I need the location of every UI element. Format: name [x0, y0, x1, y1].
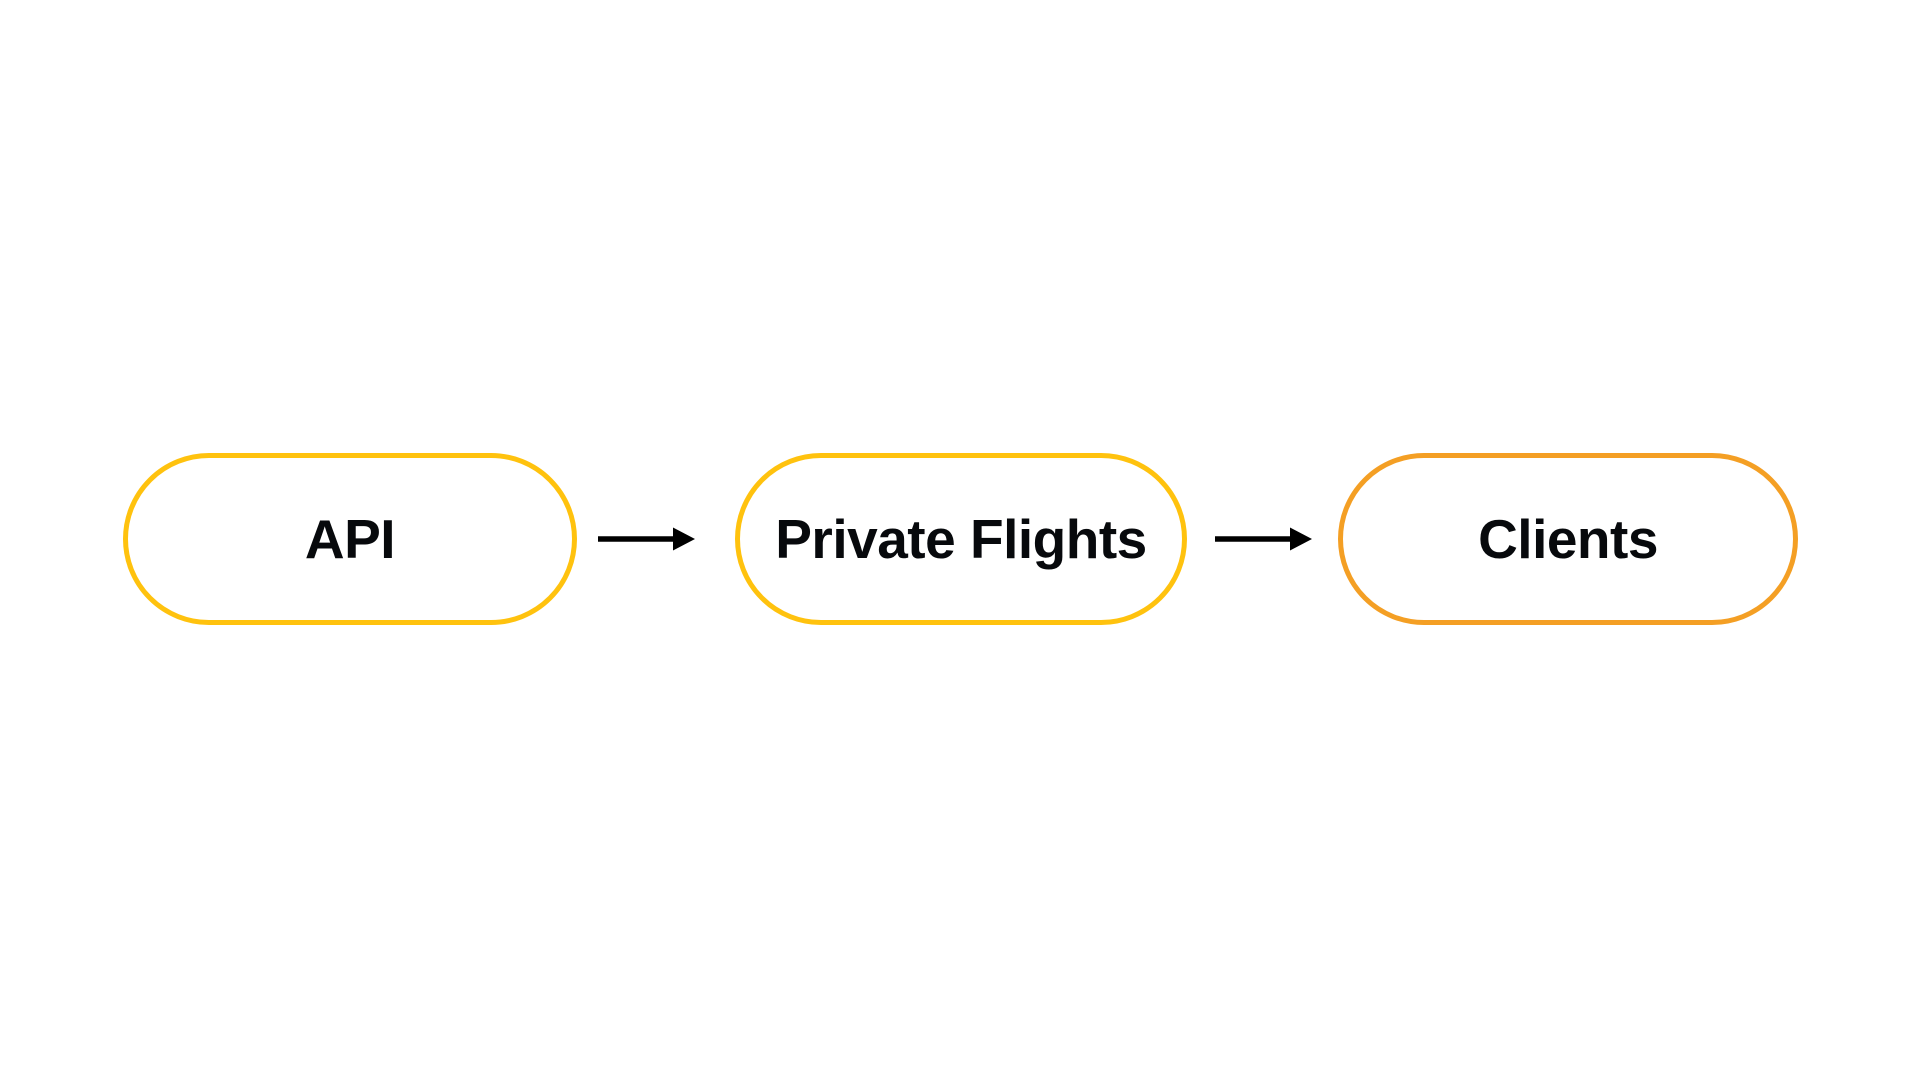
flow-row: API Private Flights Clients — [0, 453, 1920, 627]
flow-node-api[interactable]: API — [123, 453, 577, 625]
arrow-right-icon — [598, 527, 695, 551]
flow-node-clients[interactable]: Clients — [1338, 453, 1798, 625]
arrow-api-to-private-flights — [596, 515, 698, 563]
flow-node-private-flights-label: Private Flights — [775, 507, 1147, 570]
arrow-private-flights-to-clients — [1213, 515, 1315, 563]
flow-node-private-flights[interactable]: Private Flights — [735, 453, 1187, 625]
flow-node-api-label: API — [304, 507, 396, 570]
flow-node-clients-label: Clients — [1478, 507, 1658, 570]
arrow-right-icon — [1215, 527, 1312, 551]
